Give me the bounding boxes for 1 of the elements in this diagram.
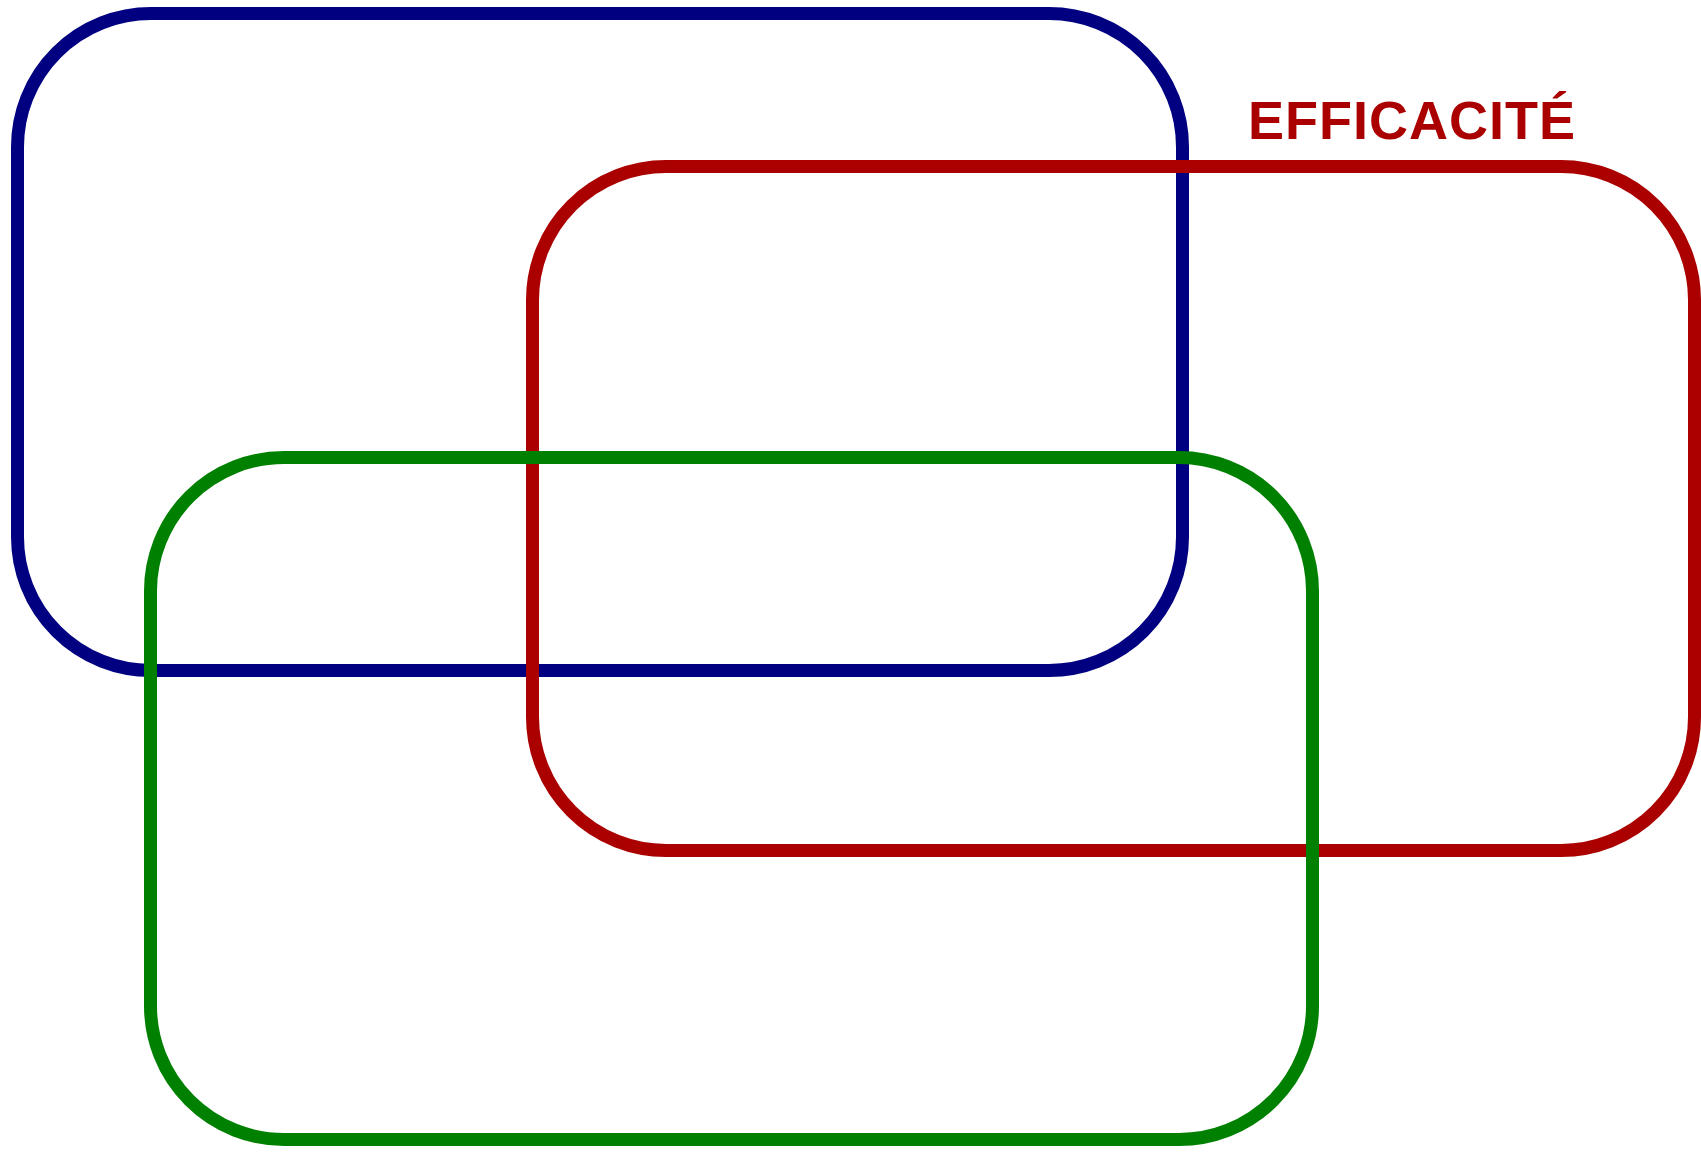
heading: EFFICACITÉ xyxy=(1248,90,1576,150)
